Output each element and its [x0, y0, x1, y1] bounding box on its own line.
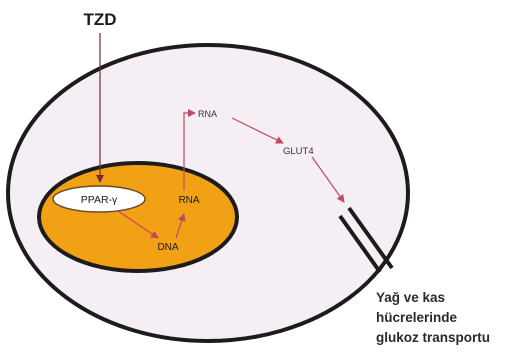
caption-line-3: glukoz transportu [376, 328, 518, 348]
caption-line-2: hücrelerinde [376, 308, 518, 328]
nucleus [39, 163, 237, 271]
ppar-gamma-label: PPAR-γ [81, 194, 118, 206]
glut4-label: GLUT4 [283, 146, 314, 157]
caption: Yağ ve kas hücrelerinde glukoz transport… [376, 288, 518, 348]
caption-line-1: Yağ ve kas [376, 288, 518, 308]
rna-nucleus-label: RNA [178, 195, 199, 206]
tzd-label: TZD [83, 10, 116, 29]
rna-cytoplasm-label: RNA [198, 109, 217, 119]
dna-label: DNA [157, 242, 178, 253]
